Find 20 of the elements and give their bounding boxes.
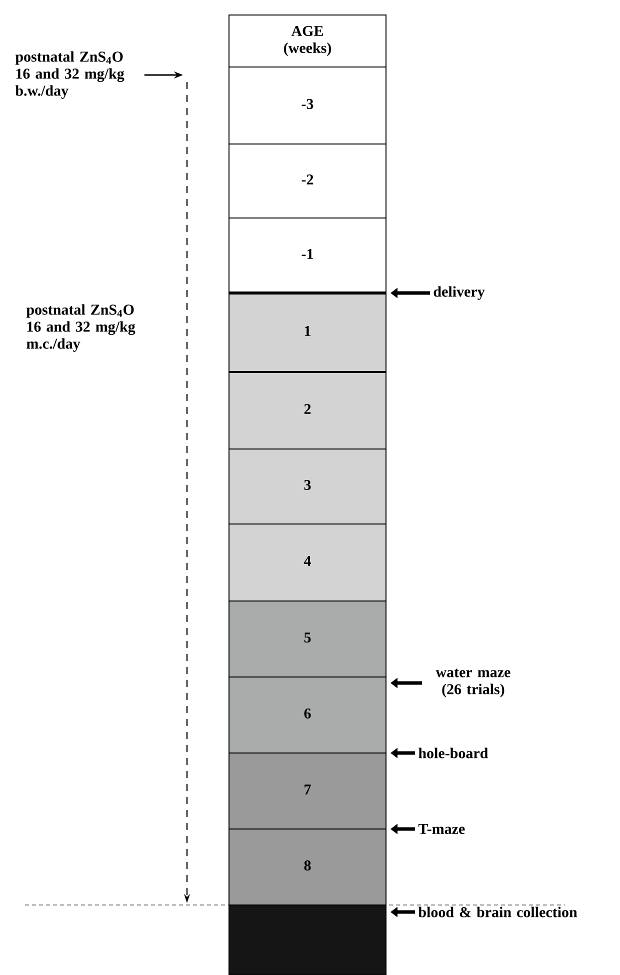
week-cell: 7 (228, 752, 386, 830)
week-cell: 8 (228, 828, 386, 906)
week-cell: -3 (228, 66, 386, 144)
event-label: T-maze (418, 824, 465, 834)
event-label: water maze (26 trials) (436, 668, 510, 698)
week-cell: 6 (228, 676, 386, 754)
week-cell: 2 (228, 372, 386, 450)
event-label: hole-board (418, 748, 488, 758)
week-cell: 1 (228, 292, 386, 372)
dose-note: postnatal ZnS$_{4}$O 16 and 32 mg/kg m.c./day (26, 304, 136, 352)
week-cell: 4 (228, 524, 386, 602)
week-cell: -2 (228, 144, 386, 218)
dose-note: postnatal ZnS$_{4}$O 16 and 32 mg/kg b.w./day (15, 51, 124, 99)
event-label: delivery (434, 286, 485, 300)
header-cell: AGE (weeks) (228, 14, 386, 68)
week-cell: -1 (228, 218, 386, 294)
event-label: blood & brain collection (418, 906, 578, 918)
collection-cell (228, 904, 386, 975)
week-cell: 5 (228, 600, 386, 678)
week-cell: 3 (228, 448, 386, 524)
